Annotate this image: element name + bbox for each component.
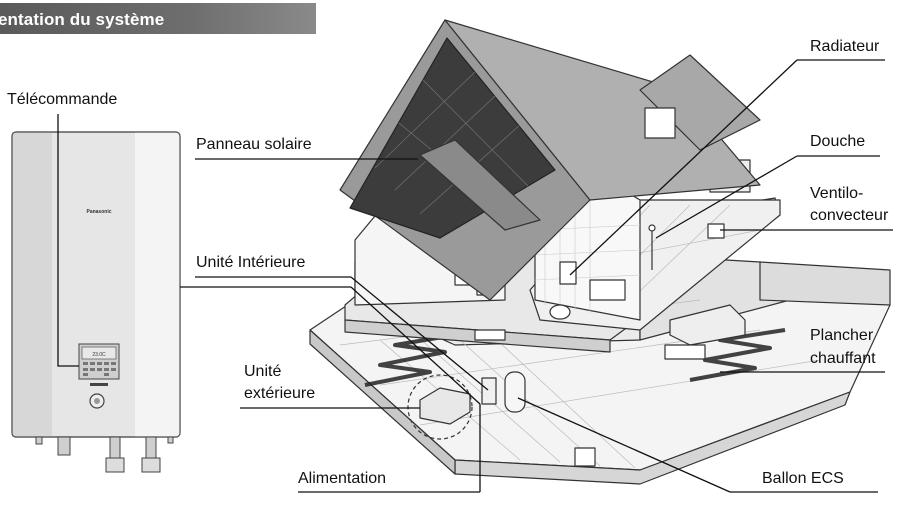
label-douche: Douche <box>810 133 866 150</box>
label-plancher-line2: chauffant <box>810 350 876 367</box>
label-plancher-line1: Plancher <box>810 327 874 344</box>
label-radiateur: Radiateur <box>810 38 880 55</box>
label-ventilo-line2: convecteur <box>810 207 889 224</box>
label-unite-exterieure-line2: extérieure <box>244 385 316 402</box>
indoor-unit-drawing: Panasonic 23.0C <box>11 131 181 473</box>
section-title: entation du système <box>0 10 165 29</box>
unit-brand-text: Panasonic <box>86 209 111 215</box>
remote-screen-text: 23.0C <box>92 352 106 358</box>
label-panneau-solaire: Panneau solaire <box>196 136 312 153</box>
house-drawing <box>309 19 891 485</box>
label-telecommande: Télécommande <box>7 91 118 108</box>
label-unite-exterieure-line1: Unité <box>244 363 282 380</box>
label-alimentation: Alimentation <box>298 470 387 487</box>
label-ventilo-line1: Ventilo- <box>810 185 864 202</box>
label-unite-interieure: Unité Intérieure <box>196 254 306 271</box>
label-ballon-ecs: Ballon ECS <box>762 470 844 487</box>
leader-lines <box>57 59 893 493</box>
section-banner: entation du système <box>0 3 316 34</box>
